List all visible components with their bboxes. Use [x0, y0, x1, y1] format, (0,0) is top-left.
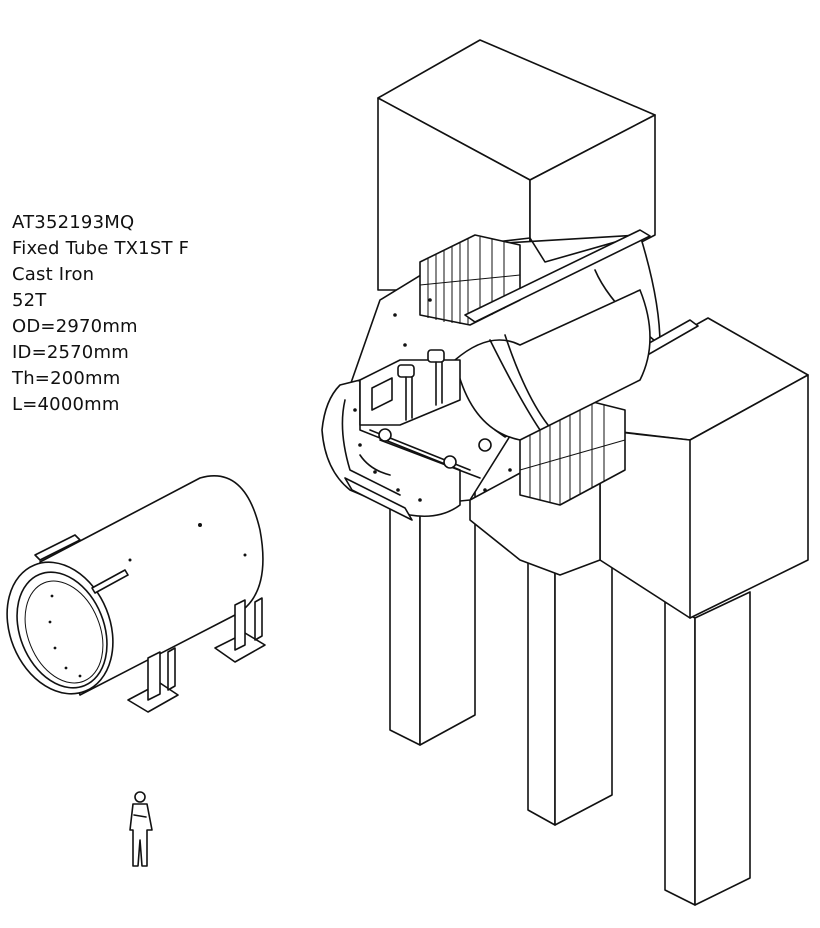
length: L=4000mm — [12, 394, 120, 415]
support-leg-front-left — [389, 489, 476, 746]
spec-label-block: AT352193MQ Fixed Tube TX1ST F Cast Iron … — [12, 210, 189, 418]
inner-bore — [454, 289, 651, 441]
fixed-tube — [6, 475, 264, 696]
inner-diameter: ID=2570mm — [12, 342, 129, 363]
part-name: Fixed Tube TX1ST F — [12, 238, 190, 259]
support-leg-middle — [527, 519, 613, 826]
internal-mechanism — [359, 349, 492, 479]
part-number: AT352193MQ — [12, 212, 135, 233]
support-leg-right — [664, 591, 751, 906]
tube-support-saddle-left — [127, 647, 179, 713]
front-flange-cutaway — [321, 298, 512, 521]
human-scale-figure — [129, 791, 153, 867]
tube-support-saddle-right — [214, 597, 266, 663]
material: Cast Iron — [12, 264, 95, 285]
weight: 52T — [12, 290, 47, 311]
outer-diameter: OD=2970mm — [12, 316, 138, 337]
thickness: Th=200mm — [12, 368, 121, 389]
